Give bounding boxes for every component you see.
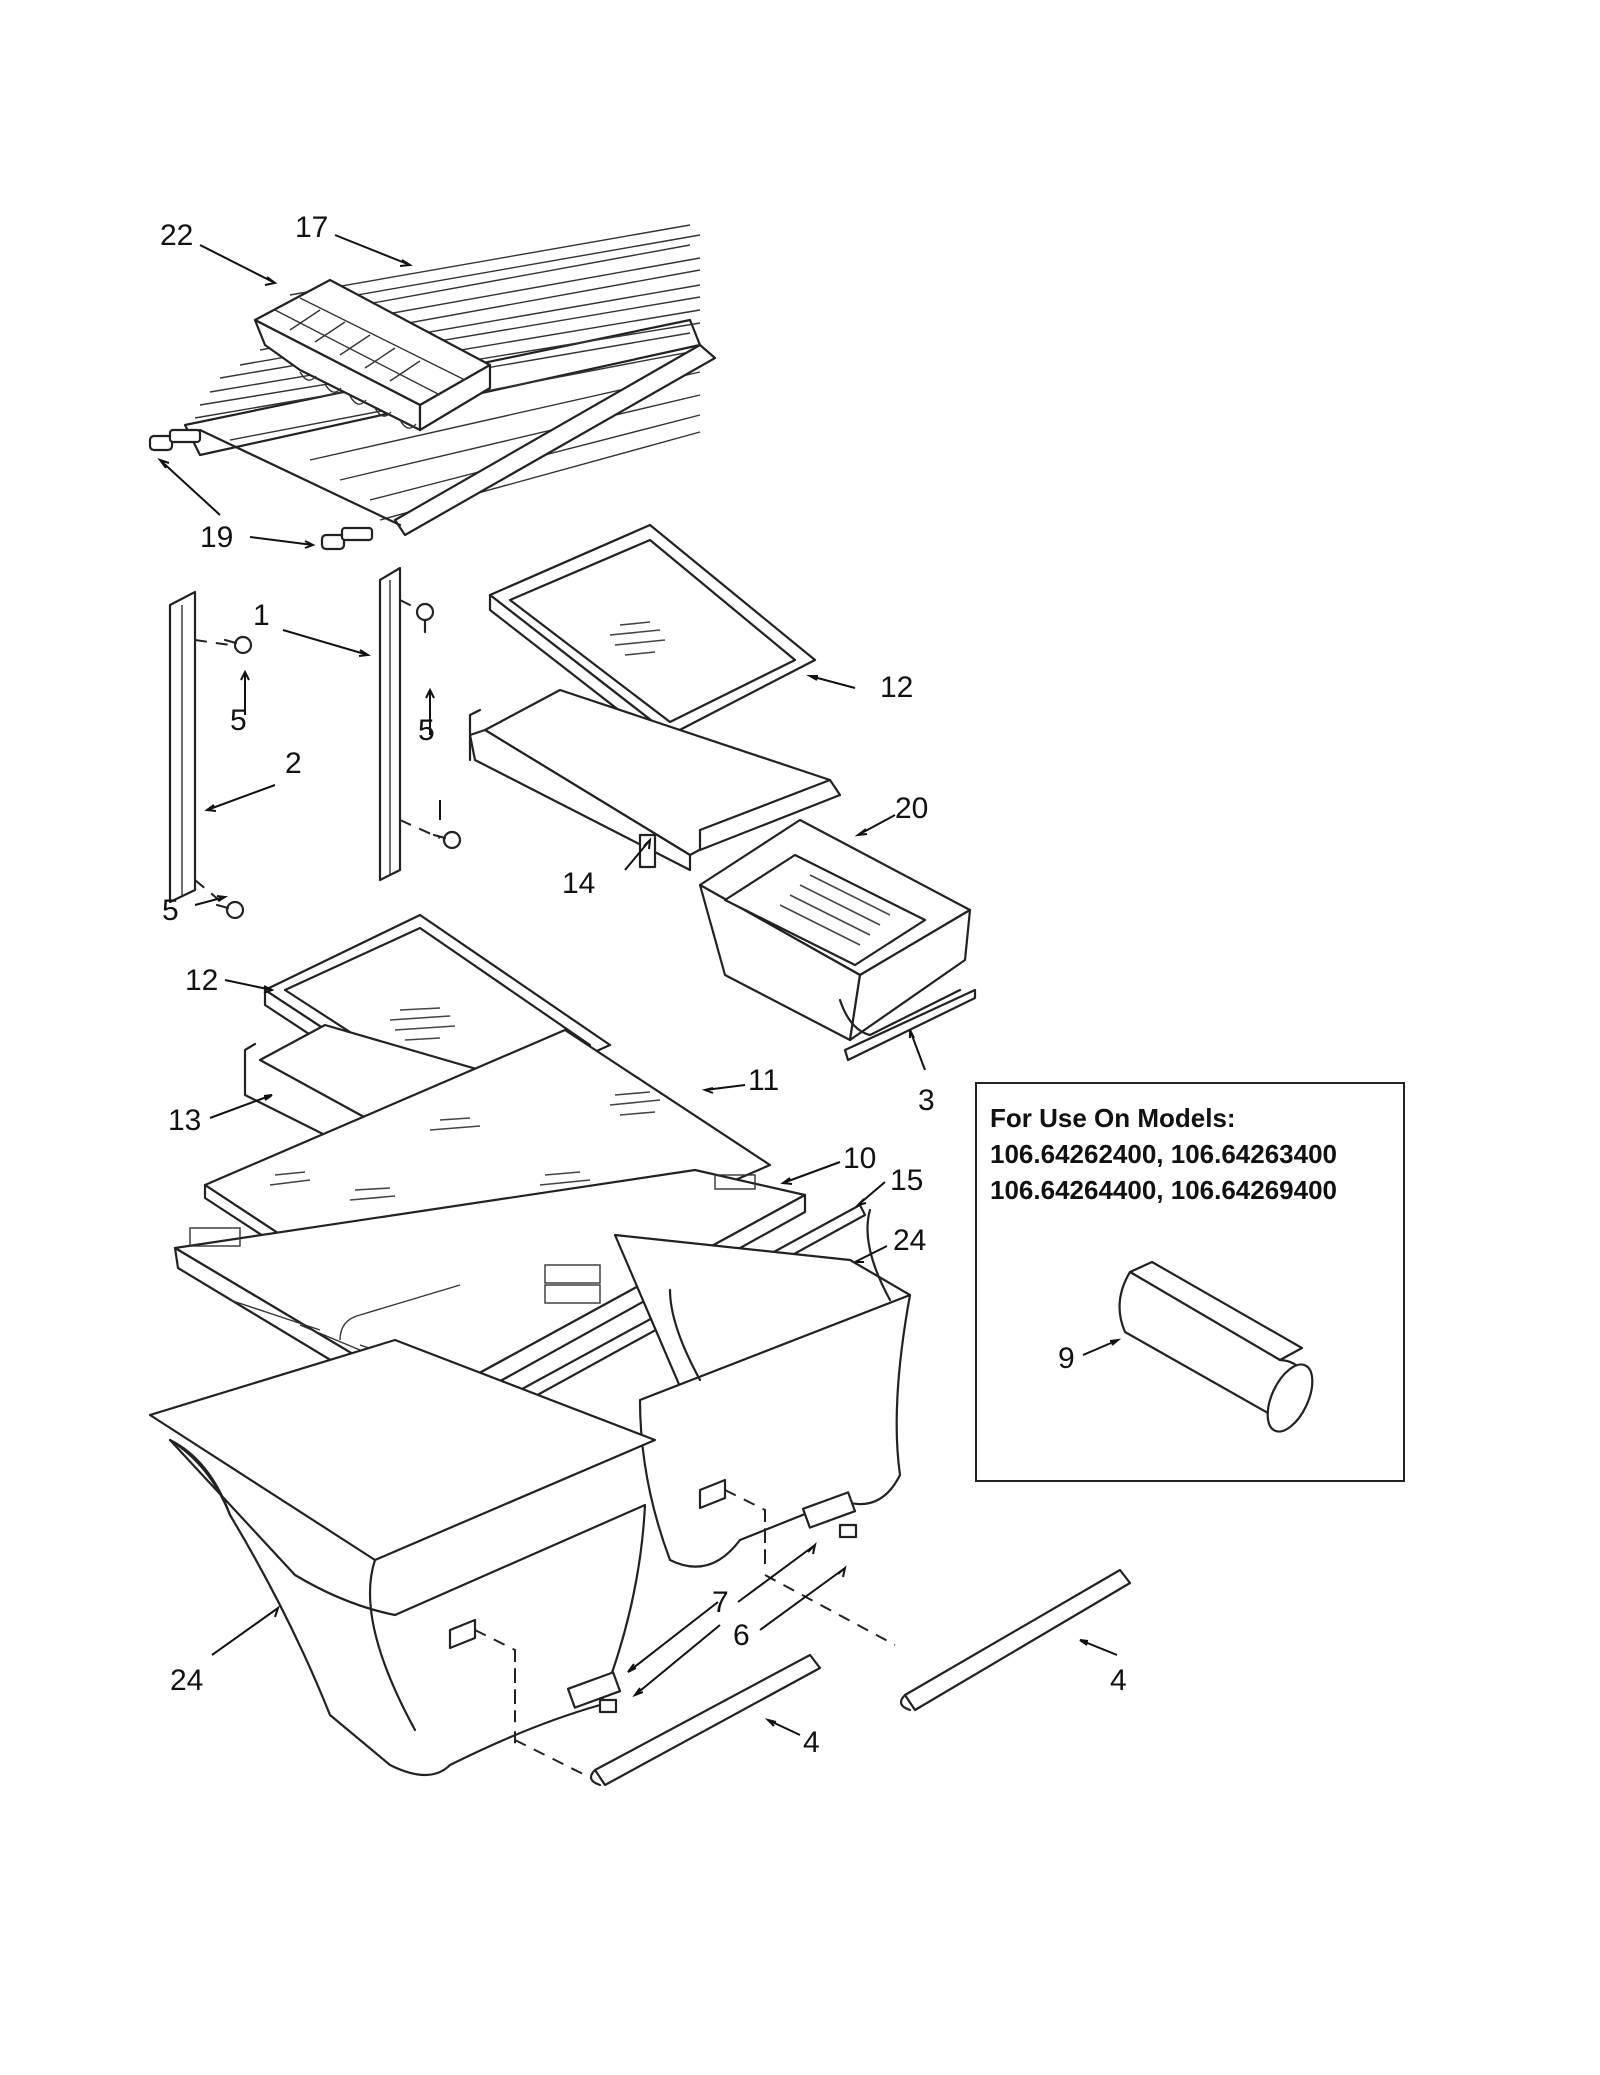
callout-22: 22	[160, 219, 193, 252]
ice-cube-tray-drawing	[253, 278, 492, 432]
callout-3: 3	[918, 1084, 935, 1117]
pan-trim-3-drawing	[843, 988, 977, 1062]
callout-9: 9	[1058, 1342, 1075, 1375]
slides-stops-drawing	[474, 1489, 896, 1776]
callout-12: 12	[880, 671, 913, 704]
inset-title: For Use On Models:	[990, 1103, 1236, 1133]
crisper-pan-left-drawing	[148, 1338, 727, 1776]
callout-5: 5	[162, 894, 179, 927]
inset-model-list: For Use On Models: 106.64262400, 106.642…	[990, 1100, 1400, 1208]
callout-24: 24	[170, 1664, 203, 1697]
callout-11: 11	[748, 1064, 779, 1097]
leader-lines	[157, 234, 1122, 1736]
callout-4: 4	[1110, 1664, 1127, 1697]
callout-7: 7	[712, 1586, 729, 1619]
inset-models-line-1: 106.64262400, 106.64263400	[990, 1139, 1338, 1169]
callout-20: 20	[895, 792, 928, 825]
callout-4: 4	[803, 1726, 820, 1759]
shelf-frame-top-drawing	[468, 688, 842, 872]
callout-13: 13	[168, 1104, 201, 1137]
pan-handle-drawing	[1118, 1260, 1314, 1433]
callout-24: 24	[893, 1224, 926, 1257]
callout-6: 6	[733, 1619, 750, 1652]
callout-12: 12	[185, 964, 218, 997]
callout-10: 10	[843, 1142, 876, 1175]
pan-trim-4b-drawing	[899, 1568, 1132, 1712]
crisper-pan-right-drawing	[613, 1208, 912, 1568]
callout-15: 15	[890, 1164, 923, 1197]
callout-1: 1	[253, 599, 270, 632]
inset-models-line-2: 106.64264400, 106.64269400	[990, 1175, 1338, 1205]
callout-2: 2	[285, 747, 302, 780]
callout-labels: 22 17 19 1 5 5 2 5 12 14 20 12 11 3 13 1…	[160, 211, 1127, 1759]
callout-19: 19	[200, 521, 233, 554]
callout-14: 14	[562, 867, 595, 900]
shelf-rails-drawing	[168, 566, 462, 920]
callout-5: 5	[418, 714, 435, 747]
callout-17: 17	[295, 211, 328, 244]
inset-box	[975, 1082, 1405, 1482]
callout-5: 5	[230, 704, 247, 737]
pan-trim-4a-drawing	[589, 1653, 822, 1787]
meat-pan-drawing	[698, 818, 972, 1042]
shelf-stud-drawing	[148, 428, 374, 551]
